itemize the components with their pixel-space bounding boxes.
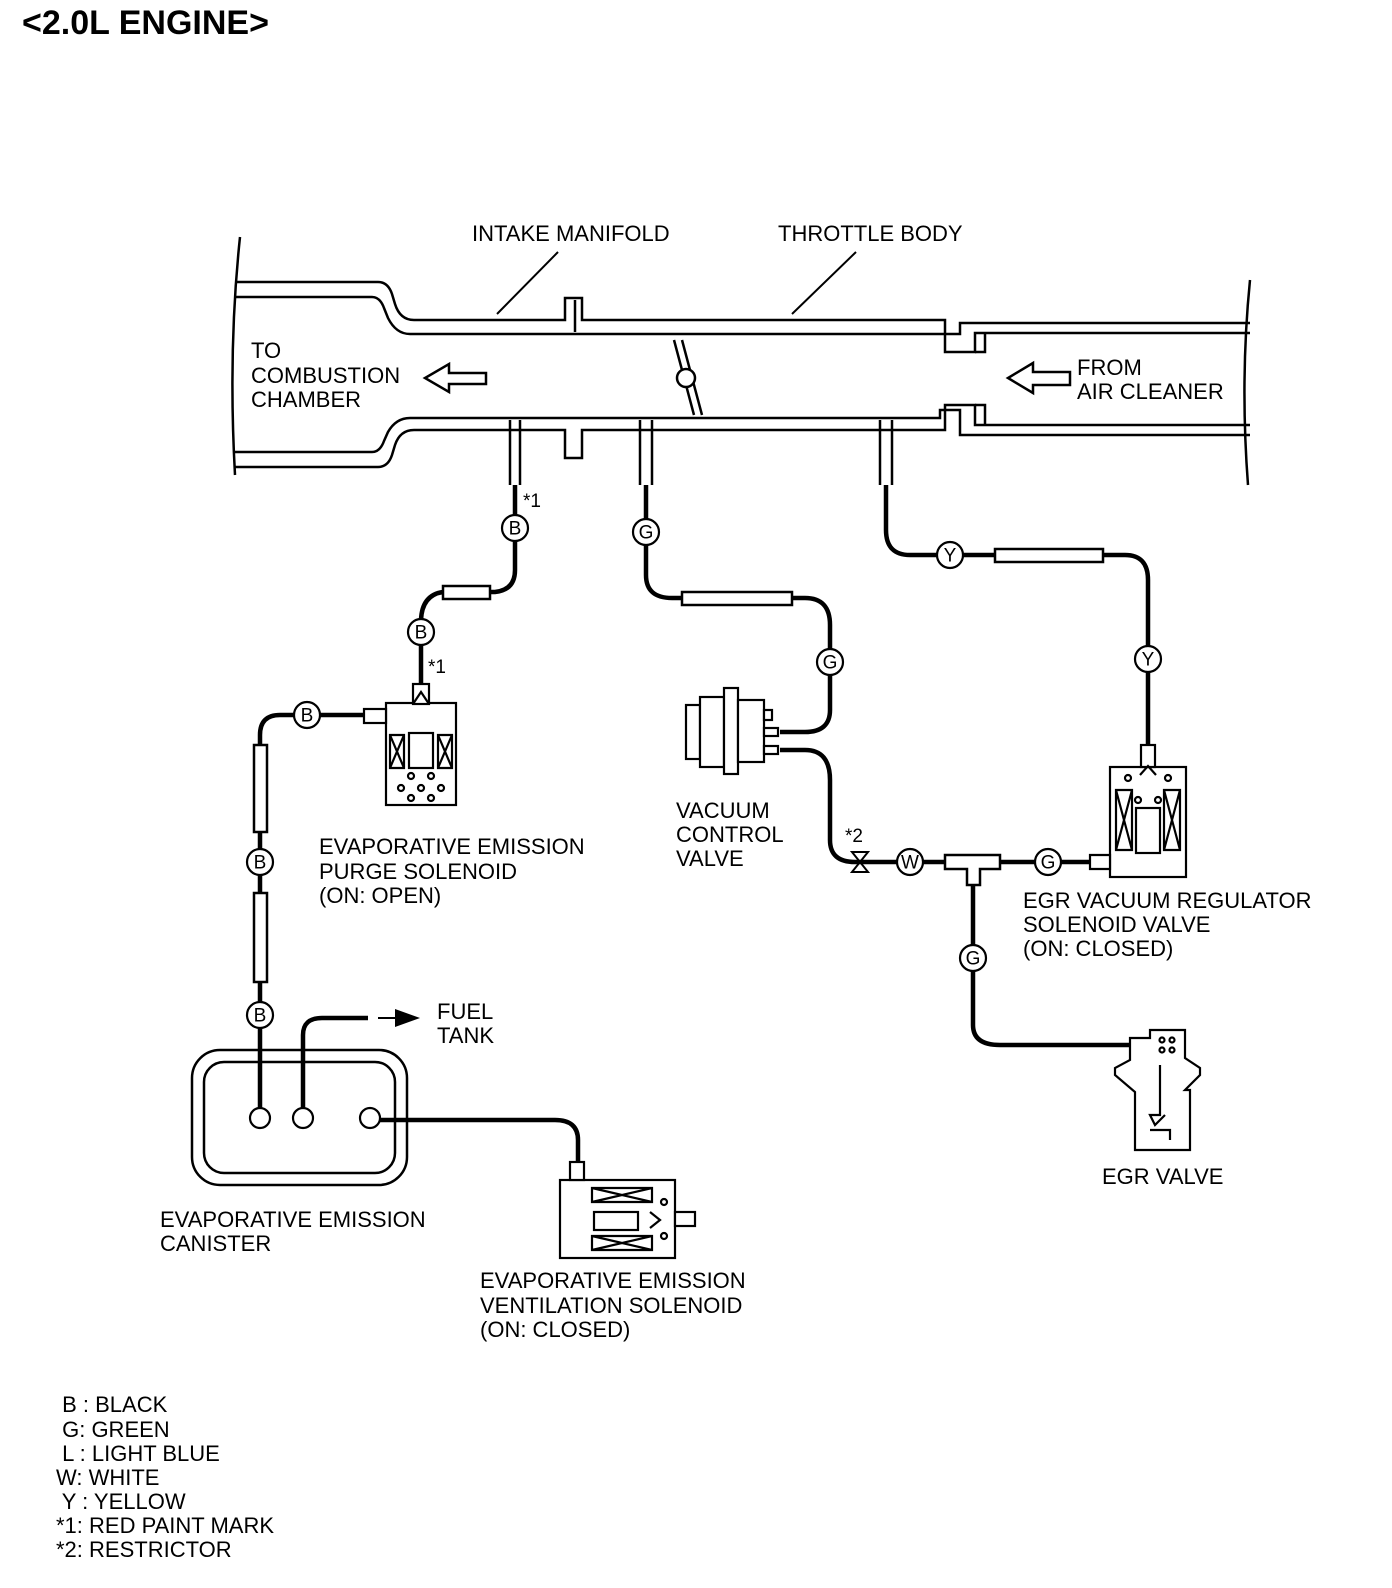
tag-y-2: Y [1142,650,1155,671]
label-to-combustion-2: COMBUSTION [251,363,400,388]
hose-tag-letters: B B B B B G G G G Y Y W [254,519,1155,1027]
intake-top-outer-wall [235,280,1250,354]
hose-connectors [252,547,1105,984]
tag-b-4: B [254,853,267,874]
legend-item: W: WHITE [56,1465,160,1490]
connector-egr [993,547,1105,564]
label-from-air-cleaner-1: FROM [1077,355,1142,380]
legend-item: *1: RED PAINT MARK [56,1513,275,1538]
t-joint [943,853,1002,887]
page-title: <2.0L ENGINE> [22,4,269,42]
legend-item: *2: RESTRICTOR [56,1537,232,1562]
label-canister-2: CANISTER [160,1231,271,1256]
egr-vacuum-regulator-solenoid [1088,743,1188,879]
purge-solenoid [362,682,458,807]
label-vacuum-control-3: VALVE [676,846,744,871]
intake-leader [496,251,559,315]
label-vacuum-control-2: CONTROL [676,822,784,847]
label-canister-1: EVAPORATIVE EMISSION [160,1207,426,1232]
label-purge-solenoid-3: (ON: OPEN) [319,883,441,908]
throttle-shaft [675,367,697,389]
tag-g-3: G [1041,853,1056,874]
label-purge-solenoid-1: EVAPORATIVE EMISSION [319,834,585,859]
label-from-air-cleaner-2: AIR CLEANER [1077,379,1224,404]
left-break-line [231,236,242,476]
label-intake-manifold: INTAKE MANIFOLD [472,221,670,246]
restrictor [849,851,871,873]
tag-b-3: B [301,706,314,727]
tag-b-1: B [509,519,522,540]
label-egr-valve: EGR VALVE [1102,1164,1223,1189]
hose-tags [245,513,1163,1030]
tag-b-2: B [415,623,428,644]
to-combustion-arrow [422,361,488,395]
restrictor-marker: *2 [845,826,863,847]
connector-vacuum [680,590,794,607]
label-vacuum-control-1: VACUUM [676,798,770,823]
tag-g-2: G [823,653,838,674]
connector-canister-1 [252,743,269,834]
label-to-combustion-3: CHAMBER [251,387,361,412]
label-egr-regulator-1: EGR VACUUM REGULATOR [1023,888,1311,913]
label-egr-regulator-3: (ON: CLOSED) [1023,936,1173,961]
connector-purge [441,584,492,601]
tag-b-5: B [254,1006,267,1027]
fuel-tank-arrow [395,1009,420,1027]
canister-port-vent [358,1106,382,1130]
label-to-combustion-1: TO [251,338,281,363]
intake-bottom-inner-wall [235,408,1250,454]
port-vacuum-control [638,420,654,485]
canister-port-fuel-tank [291,1106,315,1130]
legend-item: G: GREEN [56,1417,170,1442]
red-paint-marker-2: *1 [428,657,446,678]
label-ventilation-2: VENTILATION SOLENOID [480,1293,742,1318]
intake-bottom-outer-wall [235,403,1250,469]
tag-y-1: Y [944,546,957,567]
canister-port-purge [248,1106,272,1130]
legend-item: L : LIGHT BLUE [56,1441,220,1466]
ventilation-solenoid [558,1160,697,1260]
evaporative-emission-canister [190,1048,409,1187]
label-egr-regulator-2: SOLENOID VALVE [1023,912,1210,937]
label-fuel-tank-2: TANK [437,1023,494,1048]
egr-valve [1113,1028,1202,1152]
port-purge [508,420,522,485]
connector-canister-2 [252,891,269,984]
legend-item: Y : YELLOW [56,1489,186,1514]
tag-g-4: G [966,949,981,970]
label-ventilation-1: EVAPORATIVE EMISSION [480,1268,746,1293]
vacuum-control-valve [684,686,780,776]
port-egr [878,420,894,485]
vacuum-hoses [257,485,1151,1162]
label-throttle-body: THROTTLE BODY [778,221,963,246]
throttle-leader [791,251,857,315]
legend-item: B : BLACK [56,1392,168,1417]
intake-top-inner-wall [235,295,1250,336]
red-paint-marker-1: *1 [523,491,541,512]
from-air-cleaner-arrow [1005,360,1072,396]
right-break-line [1243,279,1252,486]
label-purge-solenoid-2: PURGE SOLENOID [319,859,517,884]
label-ventilation-3: (ON: CLOSED) [480,1317,630,1342]
tag-w-1: W [901,853,919,874]
tag-g-1: G [639,523,654,544]
label-fuel-tank-1: FUEL [437,999,493,1024]
